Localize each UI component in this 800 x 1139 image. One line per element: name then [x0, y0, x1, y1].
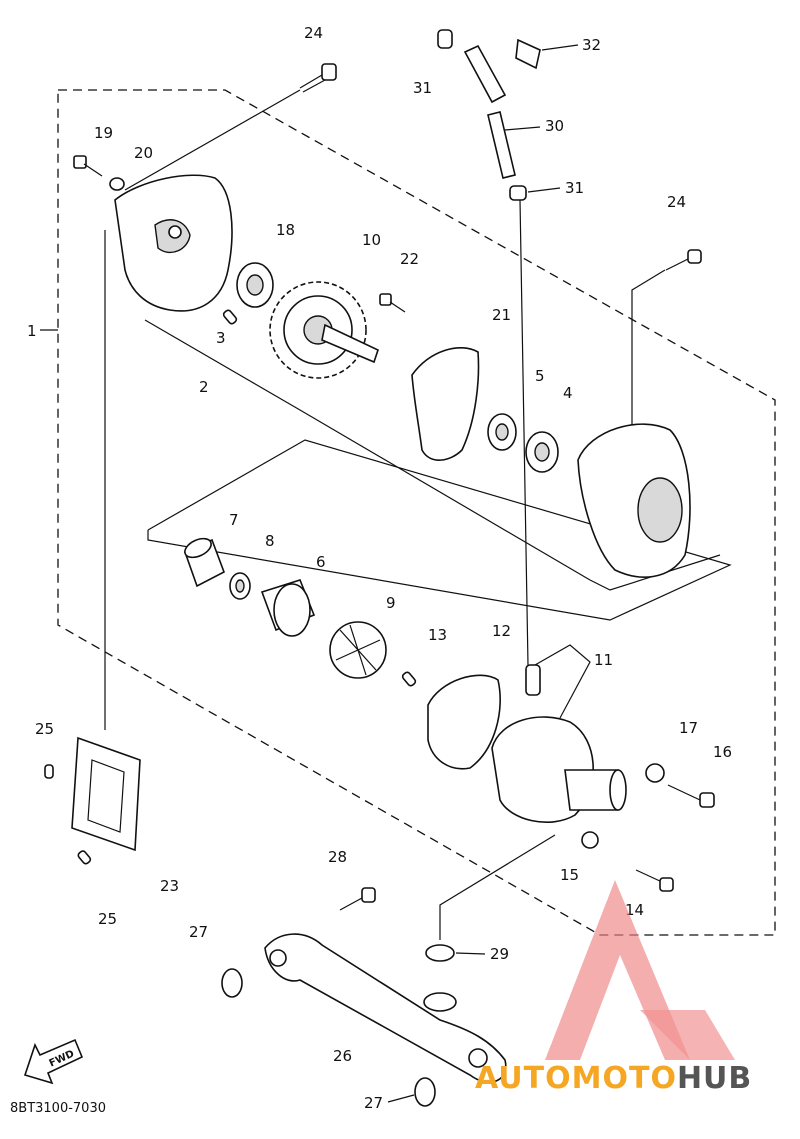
- callout-32: 32: [582, 36, 601, 54]
- callout-22: 22: [400, 250, 419, 268]
- leader-24b: [631, 269, 666, 475]
- seal-5: [487, 413, 517, 451]
- callout-30: 30: [545, 117, 564, 135]
- callout-28: 28: [328, 848, 347, 866]
- pin-2-3: [222, 309, 238, 325]
- pin-25a: [44, 764, 54, 779]
- pin-13: [401, 671, 417, 687]
- callout-10: 10: [362, 231, 381, 249]
- leader-29: [439, 834, 556, 940]
- washer-15: [581, 831, 599, 849]
- callout-13: 13: [428, 626, 447, 644]
- callout-18: 18: [276, 221, 295, 239]
- callout-31b: 31: [565, 179, 584, 197]
- subassembly-outline-upper: [144, 319, 721, 591]
- hose-30: [463, 44, 516, 179]
- callout-19: 19: [94, 124, 113, 142]
- callout-25a: 25: [35, 720, 54, 738]
- callout-8: 8: [265, 532, 275, 550]
- bearing-18: [236, 262, 274, 308]
- leader-24a: [124, 89, 301, 191]
- screw-22: [379, 293, 406, 313]
- callout-23: 23: [160, 877, 179, 895]
- pin-25b: [77, 850, 92, 865]
- cover-part: [114, 174, 233, 312]
- watermark-text: AUTOMOTOHUB: [475, 1061, 752, 1096]
- callout-20: 20: [134, 144, 153, 162]
- bolt-28: [339, 887, 376, 911]
- washer-8: [229, 572, 251, 600]
- washer-17: [645, 763, 665, 783]
- callout-2: 2: [199, 378, 209, 396]
- callout-5: 5: [535, 367, 545, 385]
- housing-part: [577, 423, 691, 578]
- bolt-16: [667, 784, 715, 808]
- leader-pipe: [519, 199, 529, 666]
- collar-7: [183, 537, 225, 588]
- bolt-24b: [665, 249, 702, 271]
- callout-24a: 24: [304, 24, 323, 42]
- callout-17: 17: [679, 719, 698, 737]
- assembly-outline-upper: [57, 89, 776, 936]
- o-ring-29: [425, 944, 455, 962]
- bearing-4: [525, 431, 559, 473]
- clamp-31b: [509, 185, 527, 201]
- gear-10: [269, 281, 379, 379]
- bolt-14: [635, 869, 674, 892]
- bolt-24a: [299, 63, 337, 93]
- callout-31a: 31: [413, 79, 432, 97]
- leader-29b: [455, 952, 486, 955]
- callout-21: 21: [492, 306, 511, 324]
- callout-12: 12: [492, 622, 511, 640]
- gasket-23: [71, 736, 141, 852]
- callout-29: 29: [490, 945, 509, 963]
- leader-32: [541, 44, 579, 51]
- bolt-19: [73, 155, 103, 177]
- callout-26: 26: [333, 1047, 352, 1065]
- pump-cover-11: [491, 664, 627, 823]
- callout-14: 14: [625, 901, 644, 919]
- callout-6: 6: [316, 553, 326, 571]
- callout-25b: 25: [98, 910, 117, 928]
- pipe-26: [264, 933, 507, 1084]
- fwd-arrow: FWD: [23, 1038, 84, 1085]
- callout-24b: 24: [667, 193, 686, 211]
- callout-27b: 27: [364, 1094, 383, 1112]
- watermark-text-b: HUB: [677, 1061, 752, 1096]
- plate-21: [411, 347, 480, 461]
- watermark-logo: [545, 880, 735, 1060]
- callout-15: 15: [560, 866, 579, 884]
- diagram-code: 8BT3100-7030: [10, 1101, 106, 1116]
- callout-27a: 27: [189, 923, 208, 941]
- clip-32: [515, 38, 541, 70]
- clamp-31a: [437, 29, 453, 49]
- gasket-12: [427, 674, 501, 770]
- leader-11: [534, 644, 591, 719]
- o-ring-27b: [414, 1077, 436, 1107]
- callout-1: 1: [27, 322, 37, 340]
- watermark-text-a: AUTOMOTO: [475, 1061, 677, 1096]
- callout-3: 3: [216, 329, 226, 347]
- leader-30: [504, 126, 541, 131]
- callout-11: 11: [594, 651, 613, 669]
- impeller-9: [329, 621, 387, 679]
- leader-27b: [387, 1094, 415, 1103]
- subassembly-outline-middle: [147, 439, 732, 621]
- callout-16: 16: [713, 743, 732, 761]
- callout-7: 7: [229, 511, 239, 529]
- leader-31b: [527, 187, 561, 193]
- callout-9: 9: [386, 594, 396, 612]
- callout-4: 4: [563, 384, 573, 402]
- seal-6: [260, 579, 316, 637]
- o-ring-27a: [221, 968, 243, 998]
- washer-20: [109, 177, 125, 191]
